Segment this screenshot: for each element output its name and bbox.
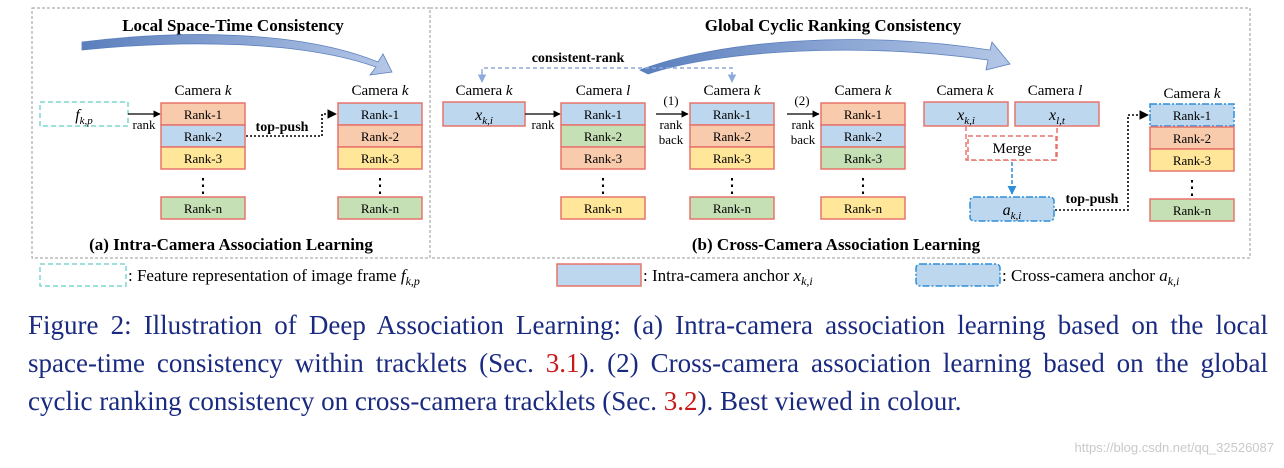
rank-list-a2: Rank-1 Rank-2 Rank-3 ⋮ Rank-n xyxy=(337,102,423,220)
consistent-rank-bracket xyxy=(481,67,733,80)
merge-label: Merge xyxy=(993,141,1032,157)
rank-back-label-2b: back xyxy=(791,132,816,147)
top-push-label-a: top-push xyxy=(256,120,309,135)
rank-back-label-2a: rank xyxy=(791,117,815,132)
rank-item: Rank-1 xyxy=(713,107,751,122)
rank-item: Rank-n xyxy=(184,201,223,216)
legend-feature-text: : Feature representation of image frame … xyxy=(128,266,420,288)
rank-item: Rank-2 xyxy=(584,129,622,144)
legend-feature-swatch xyxy=(39,263,127,287)
figure-caption: Figure 2: Illustration of Deep Associati… xyxy=(28,306,1268,420)
caption-ref-3-2[interactable]: 3.2 xyxy=(663,386,698,416)
caption-ref-3-1[interactable]: 3.1 xyxy=(545,348,580,378)
panel-b-heading: Global Cyclic Ranking Consistency xyxy=(705,16,962,35)
merge-box xyxy=(967,135,1057,161)
rank-item: Rank-n xyxy=(713,201,752,216)
rank-item: Rank-1 xyxy=(584,107,622,122)
panel-a-caption: (a) Intra-Camera Association Learning xyxy=(89,235,373,254)
camera-label-b4: Camera k xyxy=(834,83,891,99)
rank-item: Rank-3 xyxy=(1173,153,1211,168)
rank-arrow-label-b: rank xyxy=(531,117,555,132)
caption-part2: ). (2) Cross-camera association learning… xyxy=(28,348,1268,416)
camera-label-b3: Camera k xyxy=(703,83,760,99)
camera-label-b5: Camera k xyxy=(936,83,993,99)
rank-item: Rank-2 xyxy=(713,129,751,144)
rank-back-label-1a: rank xyxy=(659,117,683,132)
rank-item: Rank-1 xyxy=(361,107,399,122)
anchor-x-ki-merge xyxy=(923,101,1009,127)
top-push-arrow-a xyxy=(246,109,337,137)
rank-item: Rank-n xyxy=(844,201,883,216)
camera-label-a2: Camera k xyxy=(351,83,408,99)
camera-label-b6: Camera l xyxy=(1028,83,1083,99)
rank-item: Rank-n xyxy=(1173,203,1212,218)
rank-item: Rank-1 xyxy=(1173,108,1211,123)
rank-dots: ⋮ xyxy=(593,175,613,197)
legend-cross-text: : Cross-camera anchor ak,i xyxy=(1002,266,1179,288)
rank-dots: ⋮ xyxy=(370,175,390,197)
rank-list-a1: Rank-1 Rank-2 Rank-3 ⋮ Rank-n xyxy=(160,102,246,220)
rank-dots: ⋮ xyxy=(722,175,742,197)
legend: : Feature representation of image frame … xyxy=(39,263,1179,288)
rank-list-b-l: Rank-1 Rank-2 Rank-3 ⋮ Rank-n xyxy=(560,102,646,220)
rank-item: Rank-2 xyxy=(361,129,399,144)
panel-a-heading: Local Space-Time Consistency xyxy=(122,16,344,35)
rank-item: Rank-1 xyxy=(184,107,222,122)
caption-part3: ). Best viewed in colour. xyxy=(697,386,962,416)
rank-item: Rank-2 xyxy=(844,129,882,144)
rank-dots: ⋮ xyxy=(1182,177,1202,199)
panel-b-caption: (b) Cross-Camera Association Learning xyxy=(692,235,981,254)
rank-item: Rank-2 xyxy=(184,129,222,144)
legend-intra-swatch xyxy=(556,263,642,287)
rank-item: Rank-3 xyxy=(713,151,751,166)
rank-arrow-label-a: rank xyxy=(132,117,156,132)
step2-label: (2) xyxy=(794,93,809,108)
rank-item: Rank-n xyxy=(584,201,623,216)
feature-label: fk,p xyxy=(75,107,93,127)
rank-item: Rank-3 xyxy=(361,151,399,166)
camera-label-a1: Camera k xyxy=(174,83,231,99)
camera-label-b2: Camera l xyxy=(576,83,631,99)
watermark: https://blog.csdn.net/qq_32526087 xyxy=(1074,440,1275,455)
rank-list-b-k2: Rank-1 Rank-2 Rank-3 ⋮ Rank-n xyxy=(820,102,906,220)
rank-item: Rank-1 xyxy=(844,107,882,122)
anchor-x-ki-merge-label: xk,i xyxy=(956,107,975,127)
rank-item: Rank-3 xyxy=(584,151,622,166)
panel-b-curve-arrow xyxy=(639,39,1011,75)
rank-back-label-1b: back xyxy=(659,132,684,147)
anchor-x-ki-label: xk,i xyxy=(474,107,493,127)
panel-b-frame xyxy=(429,7,1251,259)
top-push-arrow-b xyxy=(1055,110,1149,211)
diagram: Local Space-Time Consistency fk,p rank C… xyxy=(31,7,1251,288)
merge-bracket xyxy=(965,126,1058,161)
rank-item: Rank-3 xyxy=(184,151,222,166)
top-push-label-b: top-push xyxy=(1066,192,1119,207)
anchor-a-ki-label: ak,i xyxy=(1003,202,1022,222)
consistent-rank-label: consistent-rank xyxy=(532,51,625,66)
legend-cross-swatch xyxy=(915,263,1001,287)
rank-item: Rank-2 xyxy=(1173,131,1211,146)
rank-dots: ⋮ xyxy=(193,175,213,197)
rank-list-b-final: Rank-1 Rank-2 Rank-3 ⋮ Rank-n xyxy=(1149,103,1235,222)
anchor-x-lt-label: xl,t xyxy=(1048,107,1066,127)
rank-dots: ⋮ xyxy=(853,175,873,197)
legend-intra-text: : Intra-camera anchor xk,i xyxy=(643,266,813,288)
step1-label: (1) xyxy=(663,93,678,108)
caption-part1: Figure 2: Illustration of Deep Associati… xyxy=(28,310,1268,378)
rank-item: Rank-n xyxy=(361,201,400,216)
camera-label-b1: Camera k xyxy=(455,83,512,99)
rank-list-b-k1: Rank-1 Rank-2 Rank-3 ⋮ Rank-n xyxy=(689,102,775,220)
anchor-a-ki xyxy=(969,196,1055,222)
camera-label-b7: Camera k xyxy=(1163,86,1220,102)
rank-item: Rank-3 xyxy=(844,151,882,166)
panel-a-curve-arrow xyxy=(81,34,393,76)
anchor-x-lt xyxy=(1014,101,1100,127)
